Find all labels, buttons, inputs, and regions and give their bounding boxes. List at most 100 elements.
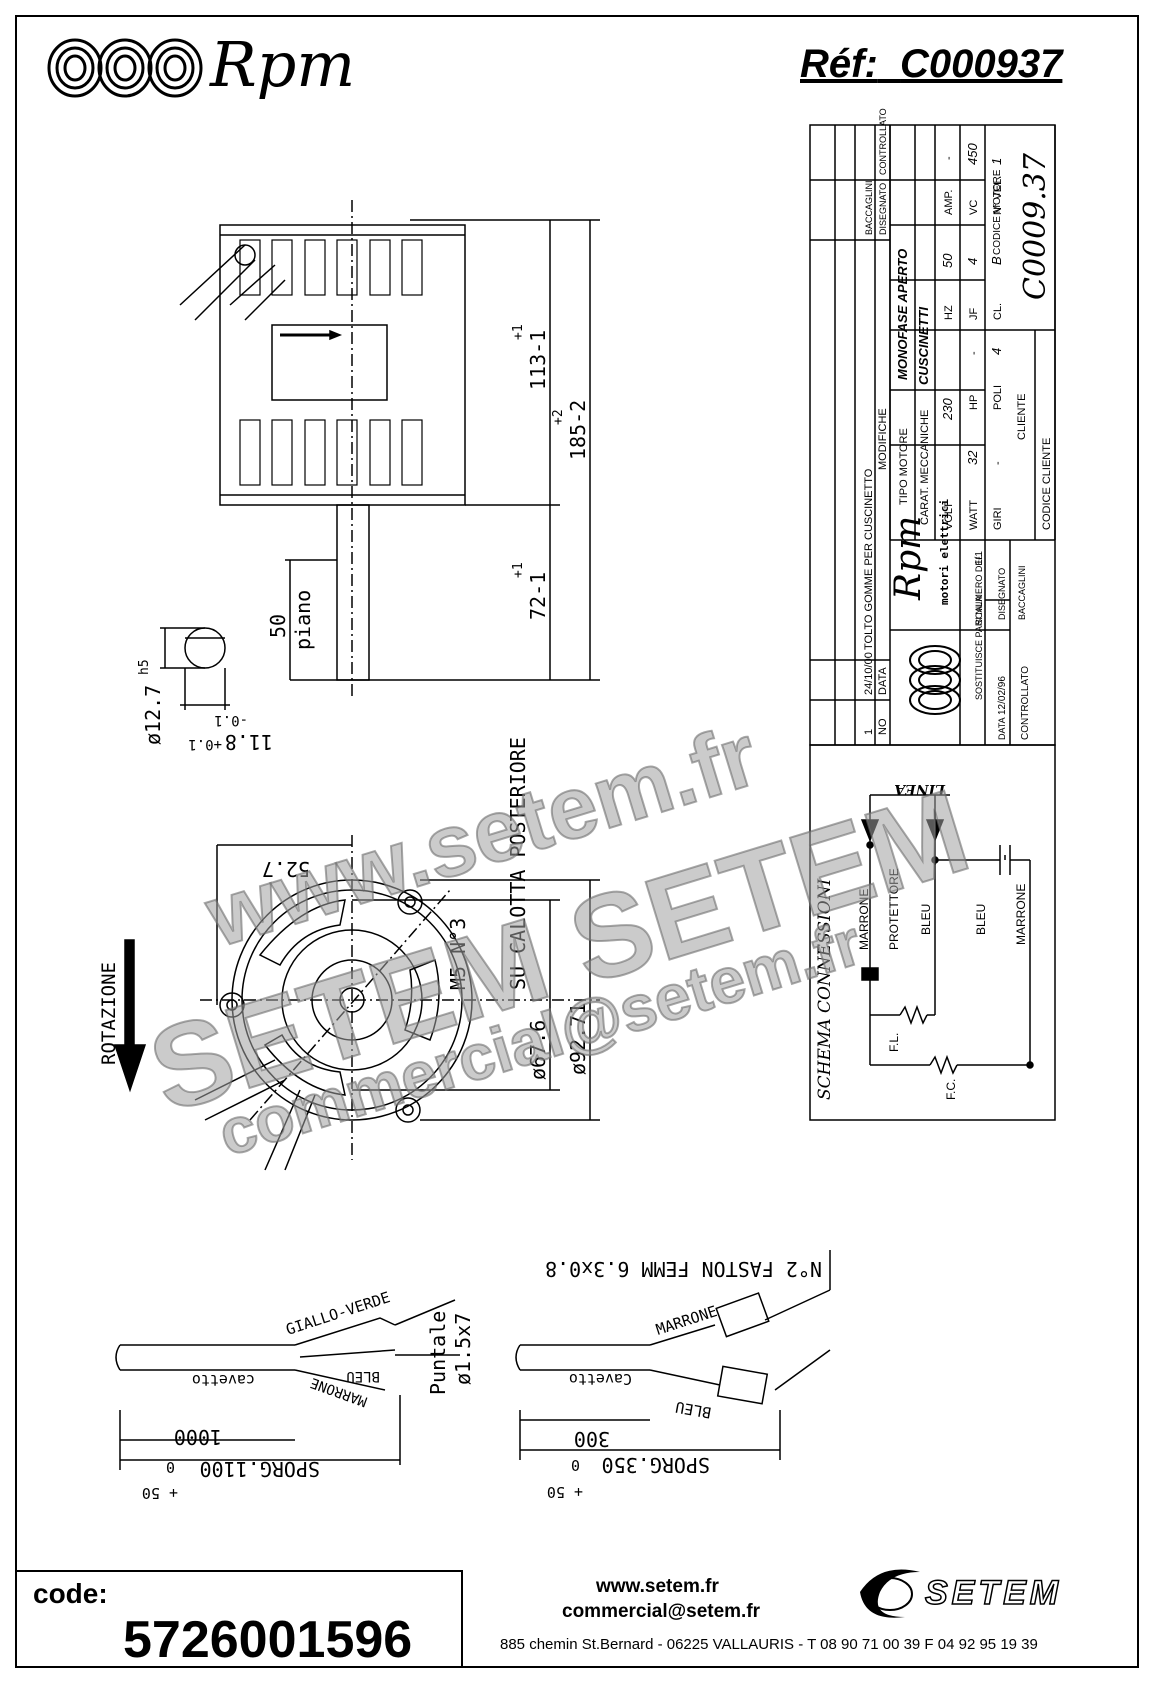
label-plate bbox=[271, 324, 388, 401]
svg-text:12/02/96: 12/02/96 bbox=[997, 676, 1008, 715]
svg-text:CODICE MOTORE: CODICE MOTORE bbox=[992, 169, 1003, 255]
rotazione-label: ROTAZIONE bbox=[98, 962, 120, 1065]
dim-50: 50 bbox=[266, 614, 290, 638]
footer-website-link[interactable]: www.setem.fr bbox=[596, 1576, 719, 1597]
svg-text:F.L.: F.L. bbox=[887, 1033, 901, 1052]
svg-text:HP: HP bbox=[968, 395, 980, 410]
piano-label: piano bbox=[291, 590, 315, 650]
linea-label: LINEA bbox=[894, 781, 946, 797]
svg-text:CODICE CLIENTE: CODICE CLIENTE bbox=[1041, 438, 1053, 530]
svg-text:BACCAGLINI: BACCAGLINI bbox=[1017, 565, 1027, 620]
code-value: 5726001596 bbox=[123, 1611, 413, 1669]
svg-text:+ 50: + 50 bbox=[547, 1483, 583, 1501]
svg-text:BLEU: BLEU bbox=[919, 904, 933, 935]
puntale-size: ø1.5x7 bbox=[451, 1313, 475, 1385]
dim-92: ø92.71 bbox=[566, 1003, 590, 1075]
svg-text:0: 0 bbox=[571, 1456, 580, 1474]
dim-113: 113-1 bbox=[526, 330, 550, 390]
cavetto-left-label: cavetto bbox=[192, 1371, 255, 1389]
cavetto-right-label: Cavetto bbox=[569, 1370, 632, 1388]
svg-text:BLEU: BLEU bbox=[674, 1398, 713, 1422]
svg-text:CUSCINETTI: CUSCINETTI bbox=[916, 307, 931, 385]
svg-text:NO: NO bbox=[877, 718, 889, 735]
flat-dim: 11.8 bbox=[225, 730, 273, 754]
svg-text:4: 4 bbox=[965, 258, 980, 265]
svg-text:+ 50: + 50 bbox=[142, 1484, 178, 1502]
svg-text:DATA: DATA bbox=[997, 717, 1007, 740]
cable-right-length: 300 bbox=[574, 1427, 610, 1451]
svg-text:1: 1 bbox=[989, 158, 1004, 165]
svg-text:1: 1 bbox=[863, 729, 875, 735]
svg-text:50: 50 bbox=[940, 253, 955, 268]
schema-frame bbox=[809, 744, 1056, 1121]
codice-motore-value: C0009.37 bbox=[1018, 152, 1053, 300]
svg-text:4: 4 bbox=[989, 348, 1004, 355]
svg-text:HZ: HZ bbox=[943, 305, 955, 320]
svg-text:CLIENTE: CLIENTE bbox=[1016, 394, 1028, 440]
cable-left-length: 1000 bbox=[174, 1425, 222, 1449]
svg-text:0: 0 bbox=[166, 1458, 175, 1476]
svg-text:JF: JF bbox=[968, 308, 980, 321]
svg-text:SCALA: SCALA bbox=[974, 595, 984, 625]
svg-text:BACCAGLINI: BACCAGLINI bbox=[864, 180, 874, 235]
tipo-motore-value: MONOFASE APERTO bbox=[895, 249, 910, 380]
svg-text:h5: h5 bbox=[137, 659, 152, 675]
svg-text:N° VEL.: N° VEL. bbox=[992, 176, 1004, 215]
svg-text:24/10/00: 24/10/00 bbox=[863, 652, 875, 695]
svg-text:GIRI: GIRI bbox=[992, 507, 1004, 530]
svg-text:DISEGNATO: DISEGNATO bbox=[878, 183, 888, 235]
dim-72: 72-1 bbox=[526, 572, 550, 620]
svg-text:1/1: 1/1 bbox=[974, 551, 985, 565]
svg-text:-: - bbox=[968, 351, 980, 355]
svg-text:WATT: WATT bbox=[968, 500, 980, 530]
svg-text:CARAT. MECCANICHE: CARAT. MECCANICHE bbox=[919, 410, 931, 525]
reference-number: Réf: C000937 bbox=[800, 42, 1063, 86]
svg-text:TOLTO GOMME PER CUSCINETTO: TOLTO GOMME PER CUSCINETTO bbox=[863, 468, 875, 650]
svg-text:+1: +1 bbox=[511, 324, 526, 340]
puntale-label: Puntale bbox=[426, 1311, 450, 1395]
svg-text:PROTETTORE: PROTETTORE bbox=[887, 868, 901, 950]
svg-text:motori elettrici: motori elettrici bbox=[938, 499, 951, 605]
page-frame bbox=[15, 15, 1139, 1668]
svg-text:-: - bbox=[992, 461, 1004, 465]
code-label: code: bbox=[33, 1578, 108, 1609]
svg-text:SETEM: SETEM bbox=[925, 1574, 1062, 1612]
svg-text:450: 450 bbox=[965, 143, 980, 165]
svg-text:CONTROLLATO: CONTROLLATO bbox=[1020, 666, 1031, 740]
svg-text:BLEU: BLEU bbox=[346, 1368, 380, 1384]
dim-185: 185-2 bbox=[566, 400, 590, 460]
shaft-side bbox=[336, 504, 370, 681]
svg-text:MARRONE: MARRONE bbox=[1014, 884, 1028, 945]
calotta-label: SU CALOTTA POSTERIORE bbox=[506, 737, 530, 990]
svg-text:BLEU: BLEU bbox=[974, 904, 988, 935]
svg-text:B: B bbox=[989, 256, 1004, 265]
svg-text:-: - bbox=[973, 556, 985, 560]
svg-text:AMP.: AMP. bbox=[943, 190, 955, 215]
dim-52: 52.7 bbox=[262, 857, 310, 881]
svg-text:TIPO MOTORE: TIPO MOTORE bbox=[898, 428, 910, 505]
setem-logo-icon: SETEM bbox=[860, 1569, 1062, 1618]
svg-text:CONTROLLATO: CONTROLLATO bbox=[878, 108, 888, 175]
faston-label: N°2 FASTON FEMM 6.3x0.8 bbox=[545, 1257, 822, 1281]
svg-text:DISEGNATO: DISEGNATO bbox=[997, 568, 1007, 620]
svg-text:32: 32 bbox=[965, 450, 980, 465]
svg-text:SOSTITUISCE PARI NUMERO DEL: SOSTITUISCE PARI NUMERO DEL bbox=[974, 555, 984, 700]
dim-67: ø67.6 bbox=[526, 1020, 550, 1080]
footer-email-link[interactable]: commercial@setem.fr bbox=[562, 1601, 761, 1622]
svg-text:CL.: CL. bbox=[992, 303, 1004, 320]
svg-text:MARRONE: MARRONE bbox=[857, 889, 871, 950]
svg-text:230: 230 bbox=[940, 398, 955, 421]
svg-text:POLI: POLI bbox=[992, 385, 1004, 410]
svg-text:+0.1: +0.1 bbox=[188, 736, 222, 752]
schema-title: SCHEMA CONNESSIONI bbox=[815, 878, 835, 1100]
svg-text:F.C.: F.C. bbox=[944, 1079, 958, 1100]
svg-text:+2: +2 bbox=[551, 409, 566, 425]
svg-text:DATA: DATA bbox=[877, 667, 889, 695]
svg-text:MODIFICHE: MODIFICHE bbox=[877, 408, 889, 470]
sporg-right: SPORG.350 bbox=[602, 1453, 710, 1477]
sporg-left: SPORG.1100 bbox=[200, 1457, 320, 1481]
m5-label: M5 N°3 bbox=[446, 918, 470, 990]
svg-text:VOLT: VOLT bbox=[943, 502, 955, 530]
svg-text:VC: VC bbox=[968, 200, 980, 215]
